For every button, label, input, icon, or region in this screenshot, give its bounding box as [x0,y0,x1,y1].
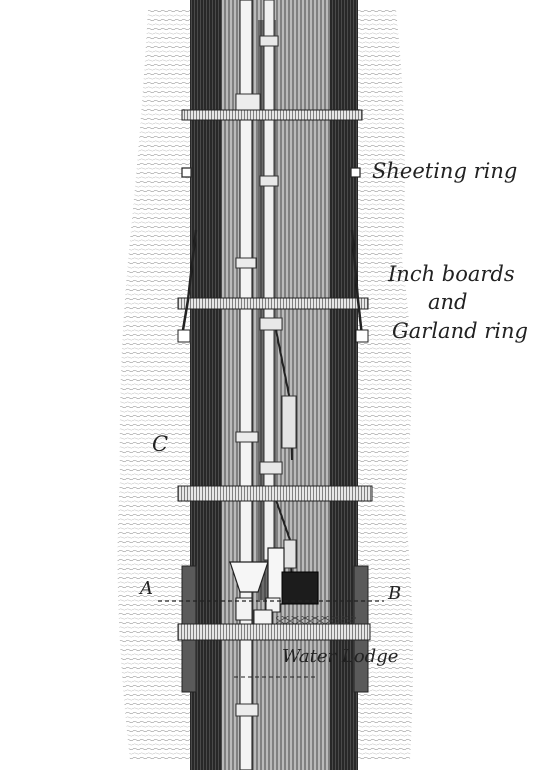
garland-ring [177,297,369,310]
label-water-lodge: Water Lodge [282,646,399,667]
water-lodge-ring [177,623,371,641]
strainer-net [276,616,356,624]
pump-hopper [229,561,269,593]
rising-pipe [263,0,275,561]
label-c: C [152,432,169,456]
sheeting-ring-stud-right [350,167,361,178]
label-a: A [140,578,153,599]
label-garland-ring: Garland ring [392,319,528,343]
middle-ring [177,485,373,502]
shaft-wall-right [330,0,358,770]
inch-board-right [350,229,364,337]
label-b: B [388,583,402,604]
inch-board-left [180,229,198,337]
label-sheeting-ring: Sheeting ring [372,159,518,183]
label-inch-boards: Inch boards [388,262,515,286]
top-ring [181,109,363,121]
sheeting-ring-stud-left [181,167,192,178]
cistern-box [281,571,319,605]
label-and: and [428,290,468,314]
